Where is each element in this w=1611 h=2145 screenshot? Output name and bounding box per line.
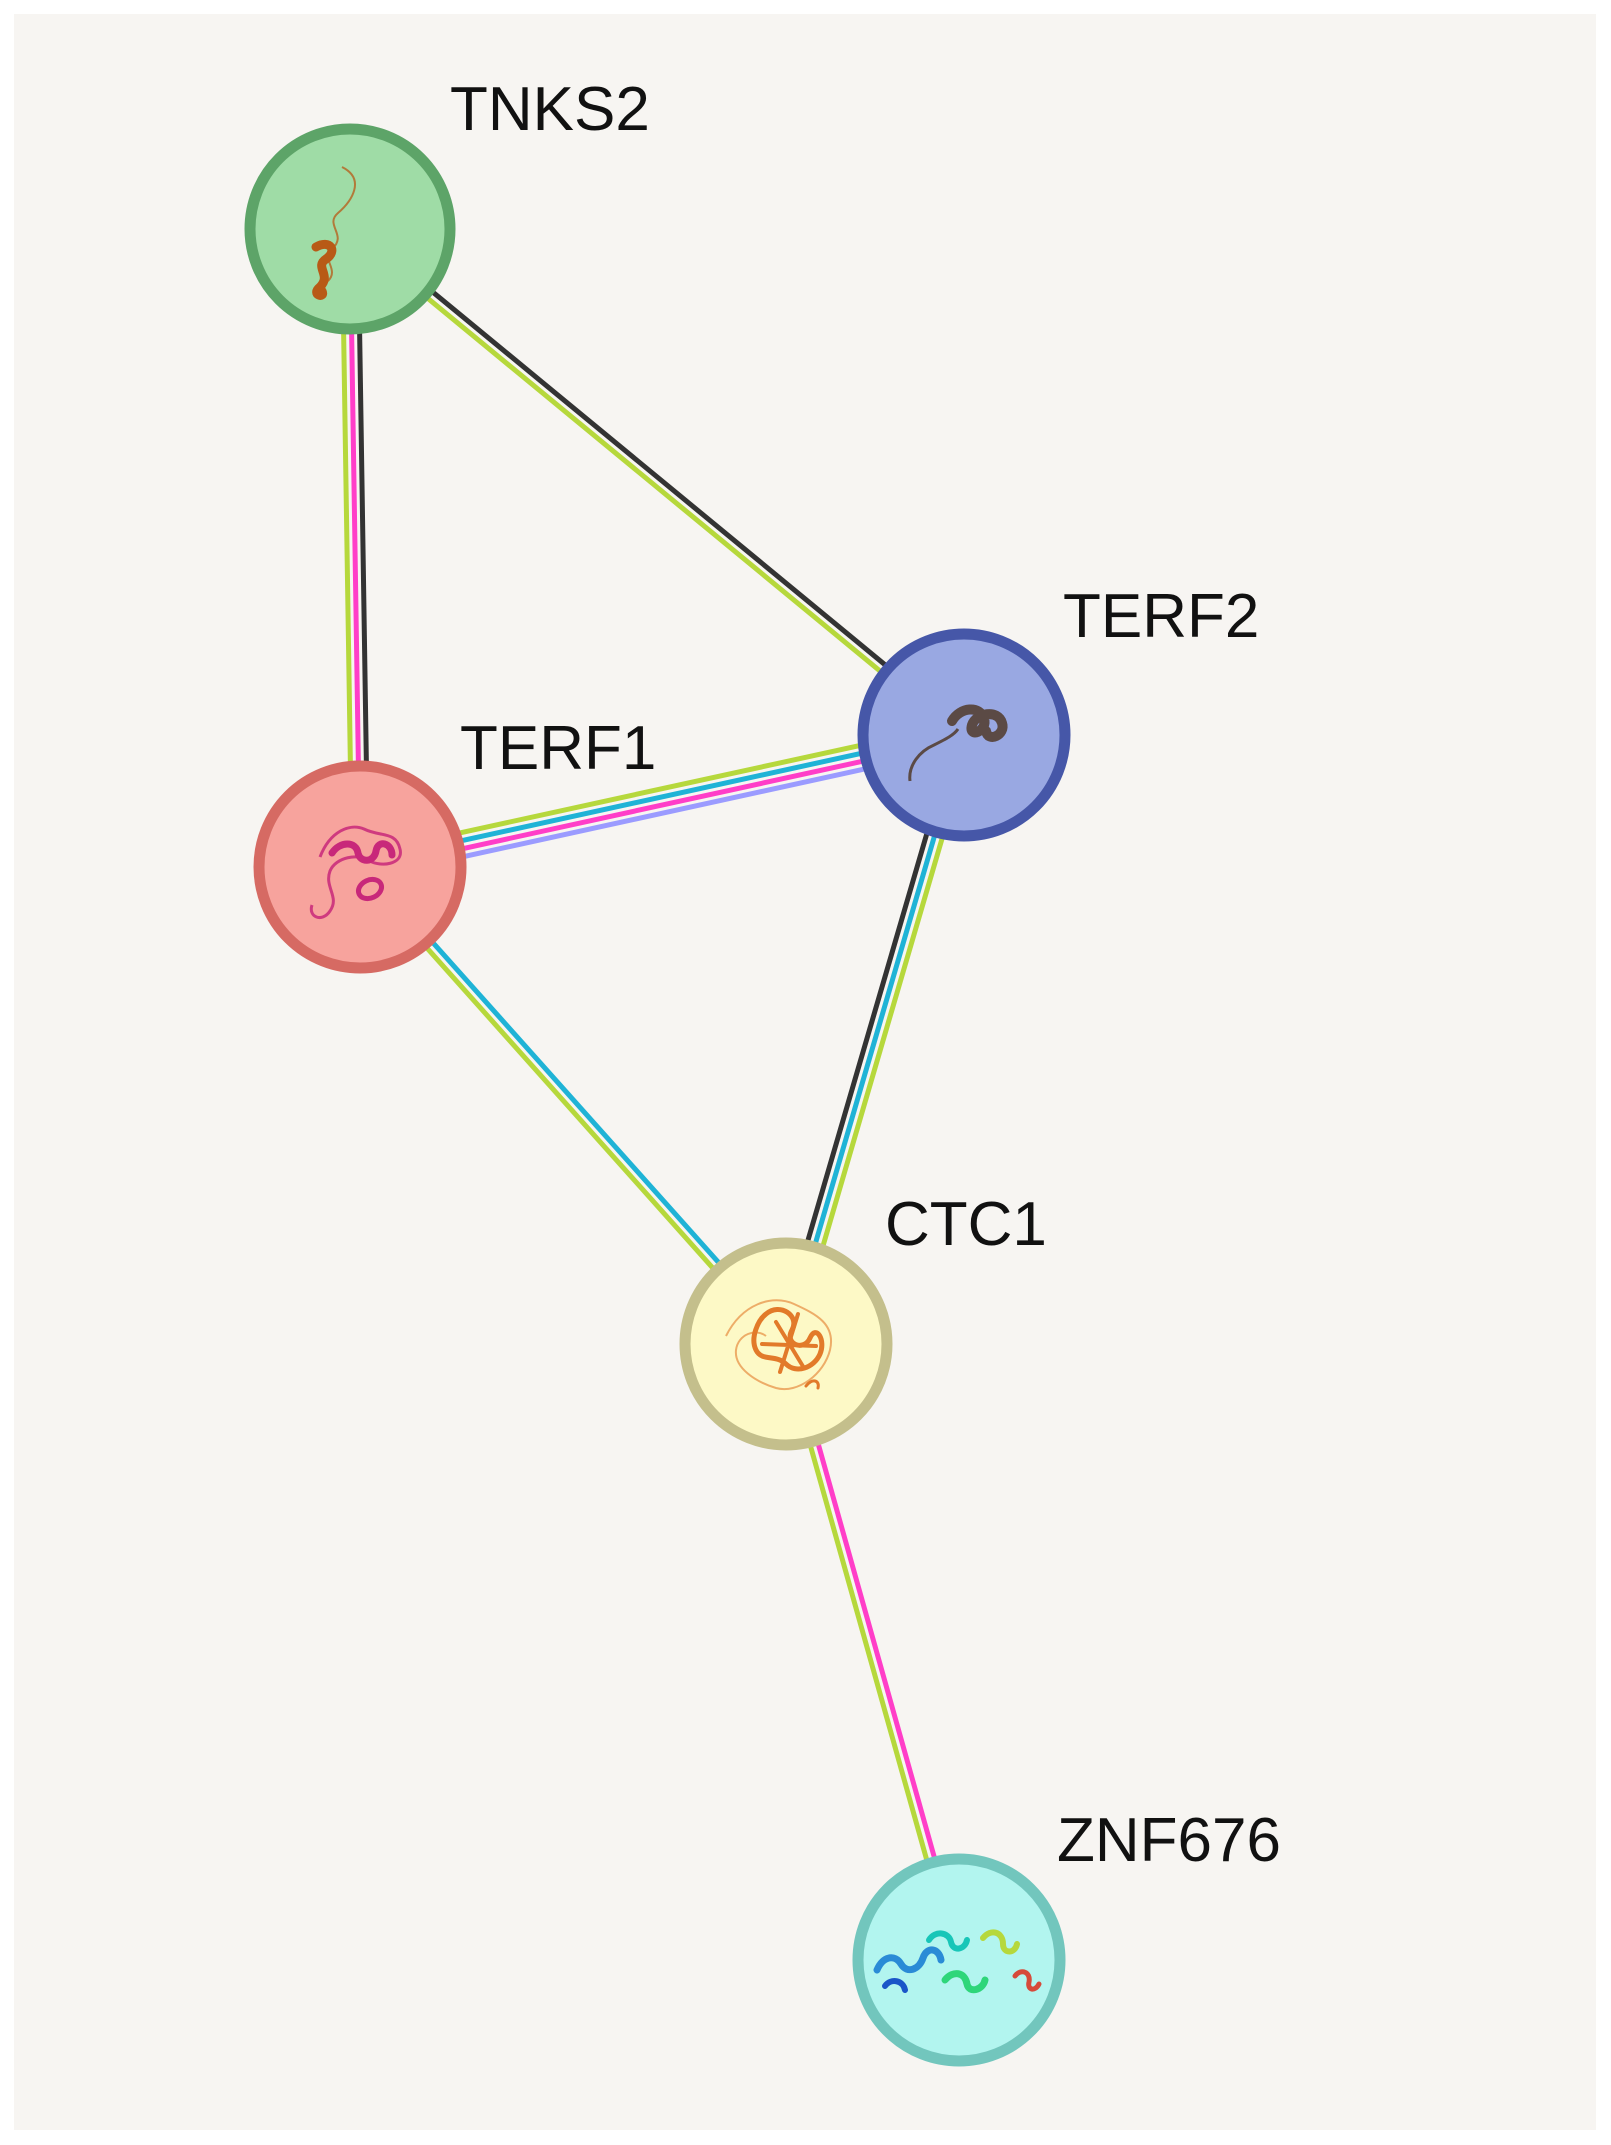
edge-evidence-line xyxy=(787,1342,966,1960)
protein-nodes: TNKS2 TERF2 TERF1 xyxy=(244,75,1281,2067)
node-circle xyxy=(857,628,1071,842)
edge-tnks2-terf2[interactable] xyxy=(345,223,969,741)
protein-structure-icon xyxy=(309,825,402,920)
edge-evidence-line xyxy=(355,867,785,1349)
protein-structure-icon xyxy=(311,166,356,300)
edge-evidence-line xyxy=(339,229,355,868)
edge-ctc1-znf676[interactable] xyxy=(779,1342,966,1962)
edge-evidence-line xyxy=(355,228,371,867)
protein-structure-icon xyxy=(908,704,1008,782)
node-znf676[interactable]: ZNF676 xyxy=(852,1806,1281,2067)
node-label: TERF2 xyxy=(1063,582,1259,651)
node-label: ZNF676 xyxy=(1057,1806,1281,1875)
node-circle xyxy=(253,760,467,974)
edge-terf1-ctc1[interactable] xyxy=(355,862,791,1349)
node-label: CTC1 xyxy=(885,1190,1047,1259)
node-label: TERF1 xyxy=(460,714,656,783)
node-circle xyxy=(244,123,456,335)
protein-structure-icon xyxy=(873,1929,1042,1994)
edge-evidence-line xyxy=(361,862,791,1344)
network-background xyxy=(14,14,1596,2130)
edge-evidence-line xyxy=(779,1344,958,1962)
node-tnks2[interactable]: TNKS2 xyxy=(244,75,650,335)
node-ctc1[interactable]: CTC1 xyxy=(679,1190,1047,1451)
node-terf1[interactable]: TERF1 xyxy=(253,714,656,974)
protein-structure-icon xyxy=(725,1299,833,1391)
node-circle xyxy=(852,1853,1066,2067)
edge-evidence-line xyxy=(350,223,969,734)
node-label: TNKS2 xyxy=(450,75,650,144)
node-terf2[interactable]: TERF2 xyxy=(857,582,1259,842)
edge-evidence-line xyxy=(345,230,964,741)
